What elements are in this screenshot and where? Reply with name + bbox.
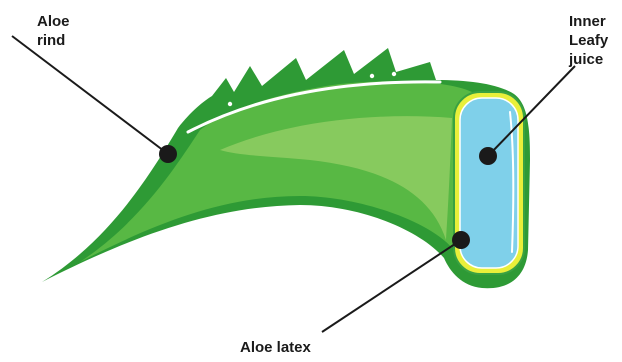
- pointer-line-latex: [322, 240, 461, 332]
- marker-dot-rind: [159, 145, 177, 163]
- leaf-gloss-dot: [370, 74, 374, 78]
- leaf-gloss-dot: [228, 102, 232, 106]
- label-aloe-rind: Aloe rind: [37, 12, 97, 50]
- label-aloe-rind-line2: rind: [37, 31, 97, 50]
- label-inner-juice-line3: juice: [569, 50, 622, 69]
- label-aloe-rind-line1: Aloe: [37, 12, 97, 31]
- leaf-gloss-dot: [392, 72, 396, 76]
- pointer-line-rind: [12, 36, 168, 154]
- label-inner-juice-line2: Leafy: [569, 31, 622, 50]
- label-inner-leafy-juice: Inner Leafy juice: [569, 12, 622, 69]
- label-aloe-latex: Aloe latex: [240, 338, 311, 357]
- label-inner-juice-line1: Inner: [569, 12, 622, 31]
- marker-dot-latex: [452, 231, 470, 249]
- marker-dot-juice: [479, 147, 497, 165]
